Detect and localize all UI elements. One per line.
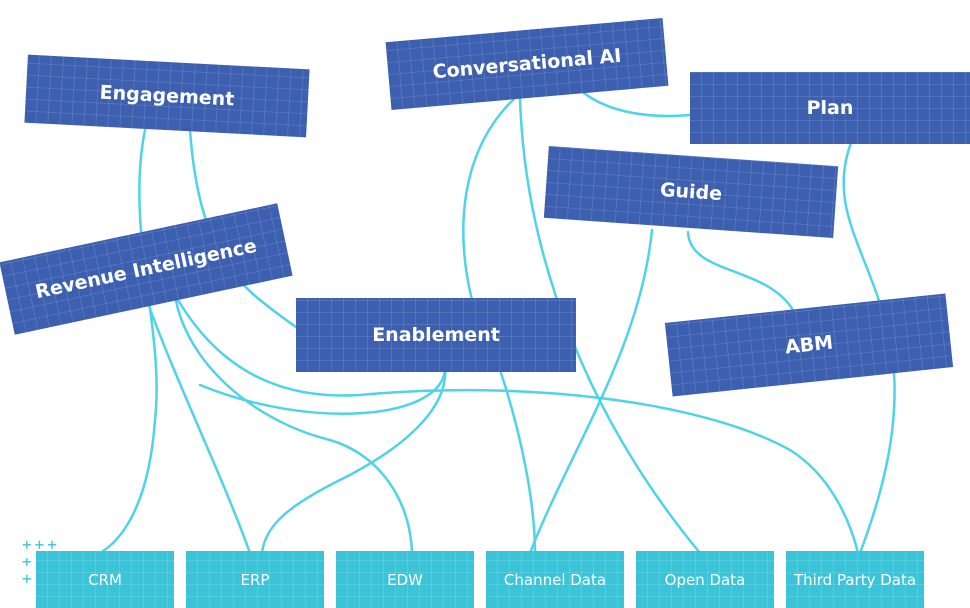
link-convai-enablement xyxy=(462,96,517,302)
node-engagement-label: Engagement xyxy=(99,81,235,111)
link-revenue-edw xyxy=(173,293,414,555)
source-edw: EDW xyxy=(336,551,474,608)
node-plan-label: Plan xyxy=(806,97,854,119)
source-third-party-data: Third Party Data xyxy=(786,551,924,608)
source-erp: ERP xyxy=(186,551,324,608)
node-enablement: Enablement xyxy=(296,298,576,372)
link-enablement-channel xyxy=(498,368,537,555)
node-conversational-ai-label: Conversational AI xyxy=(431,44,623,84)
source-third-party-data-label: Third Party Data xyxy=(793,570,917,589)
source-open-data: Open Data xyxy=(636,551,774,608)
source-edw-label: EDW xyxy=(387,570,423,589)
source-open-data-label: Open Data xyxy=(664,570,746,589)
link-guide-channel xyxy=(528,228,654,555)
link-guide-abm xyxy=(686,230,795,312)
node-enablement-label: Enablement xyxy=(372,324,500,346)
source-channel-data: Channel Data xyxy=(486,551,624,608)
node-abm-label: ABM xyxy=(783,331,835,359)
link-enablement-crm xyxy=(198,368,447,415)
link-revenue-erp xyxy=(143,293,252,555)
source-crm-label: CRM xyxy=(88,570,122,589)
node-plan: Plan xyxy=(690,72,970,144)
link-convai-plan xyxy=(578,88,692,118)
link-engagement-crm xyxy=(98,128,158,555)
plus-grid-decoration: +++++ xyxy=(22,535,60,588)
source-erp-label: ERP xyxy=(240,570,270,589)
link-revenue-third-party xyxy=(176,298,860,555)
source-channel-data-label: Channel Data xyxy=(503,570,607,589)
source-crm: CRM xyxy=(36,551,174,608)
link-enablement-erp xyxy=(260,363,447,555)
node-guide-label: Guide xyxy=(659,178,723,206)
